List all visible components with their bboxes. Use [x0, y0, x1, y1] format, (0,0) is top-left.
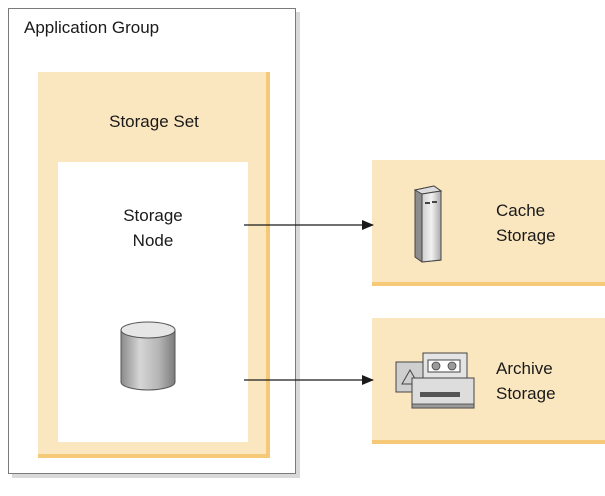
cache-storage-label: Cache Storage: [496, 198, 556, 248]
cache-storage-label-line1: Cache: [496, 201, 546, 220]
storage-node-label-line1: Storage: [123, 206, 183, 225]
archive-storage-label-line1: Archive: [496, 359, 553, 378]
database-cylinder-icon: [120, 321, 176, 391]
storage-node-label-line2: Node: [132, 231, 174, 250]
storage-node-box: [58, 162, 248, 442]
application-group-label: Application Group: [24, 18, 160, 37]
archive-storage-label: Archive Storage: [496, 356, 556, 406]
server-tower-icon: [413, 185, 443, 263]
cache-storage-label-line2: Storage: [496, 226, 556, 245]
archive-storage-label-line2: Storage: [496, 384, 556, 403]
storage-node-label: Storage Node: [58, 203, 248, 253]
storage-set-label: Storage Set: [109, 112, 199, 131]
tape-archive-icon: [395, 352, 475, 409]
cache-storage-box: [372, 160, 605, 286]
